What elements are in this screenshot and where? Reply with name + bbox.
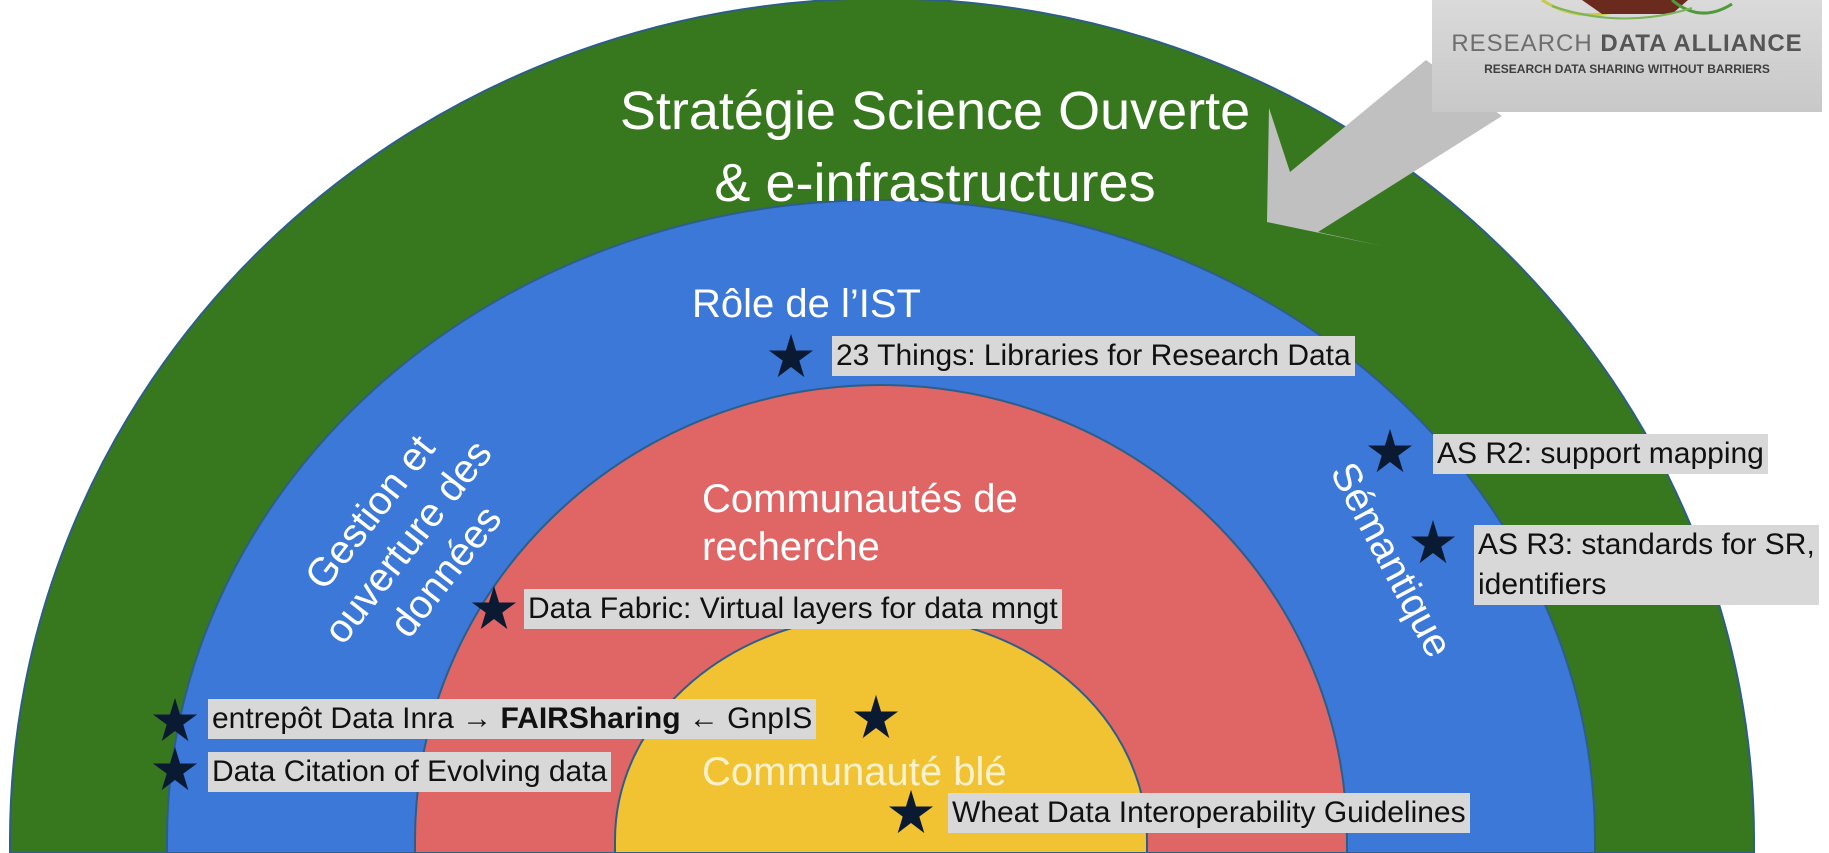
logo-artwork <box>1541 0 1733 20</box>
note-wheat-guidelines: Wheat Data Interoperability Guidelines <box>948 793 1470 833</box>
star-icon <box>853 694 899 739</box>
note-as-r3-line2: identifiers <box>1478 568 1607 601</box>
star-icon <box>152 746 198 791</box>
third-title-line2: recherche <box>702 525 880 569</box>
logo-title: RESEARCH DATA ALLIANCE <box>1432 30 1822 58</box>
star-icon <box>471 585 517 630</box>
star-icon <box>152 697 198 742</box>
star-icon <box>1410 519 1456 564</box>
note-data-citation: Data Citation of Evolving data <box>208 752 612 792</box>
outer-title-line1: Stratégie Science Ouverte <box>619 81 1251 141</box>
note-data-fabric: Data Fabric: Virtual layers for data mng… <box>524 589 1062 629</box>
star-icon <box>768 333 814 378</box>
note-as-r3-line1: AS R3: standards for SR, <box>1478 528 1815 561</box>
star-icon <box>1367 428 1413 473</box>
logo-title-light: RESEARCH <box>1451 30 1593 57</box>
note-entrepot-fairsharing: FAIRSharing <box>500 702 681 735</box>
third-title-line1: Communautés de <box>702 477 1018 521</box>
outer-ring-title: Stratégie Science Ouverte & e-infrastruc… <box>560 75 1310 219</box>
star-icon <box>888 789 934 834</box>
note-as-r3: AS R3: standards for SR, identifiers <box>1474 525 1819 605</box>
core-ring-title: Communauté blé <box>702 750 1007 794</box>
rda-logo: RESEARCH DATA ALLIANCE RESEARCH DATA SHA… <box>1432 0 1822 112</box>
third-ring-title: Communautés de recherche <box>702 475 1018 571</box>
note-entrepot-before: entrepôt Data Inra → <box>212 702 501 735</box>
note-entrepot-after: ← GnpIS <box>680 702 813 735</box>
note-entrepot: entrepôt Data Inra → FAIRSharing ← GnpIS <box>208 699 817 739</box>
note-as-r2: AS R2: support mapping <box>1433 434 1768 474</box>
outer-title-line2: & e-infrastructures <box>714 153 1156 213</box>
second-ring-title: Rôle de l’IST <box>692 282 921 326</box>
logo-title-bold: DATA ALLIANCE <box>1600 30 1803 57</box>
note-23-things: 23 Things: Libraries for Research Data <box>832 336 1355 376</box>
logo-tagline: RESEARCH DATA SHARING WITHOUT BARRIERS <box>1484 62 1770 76</box>
